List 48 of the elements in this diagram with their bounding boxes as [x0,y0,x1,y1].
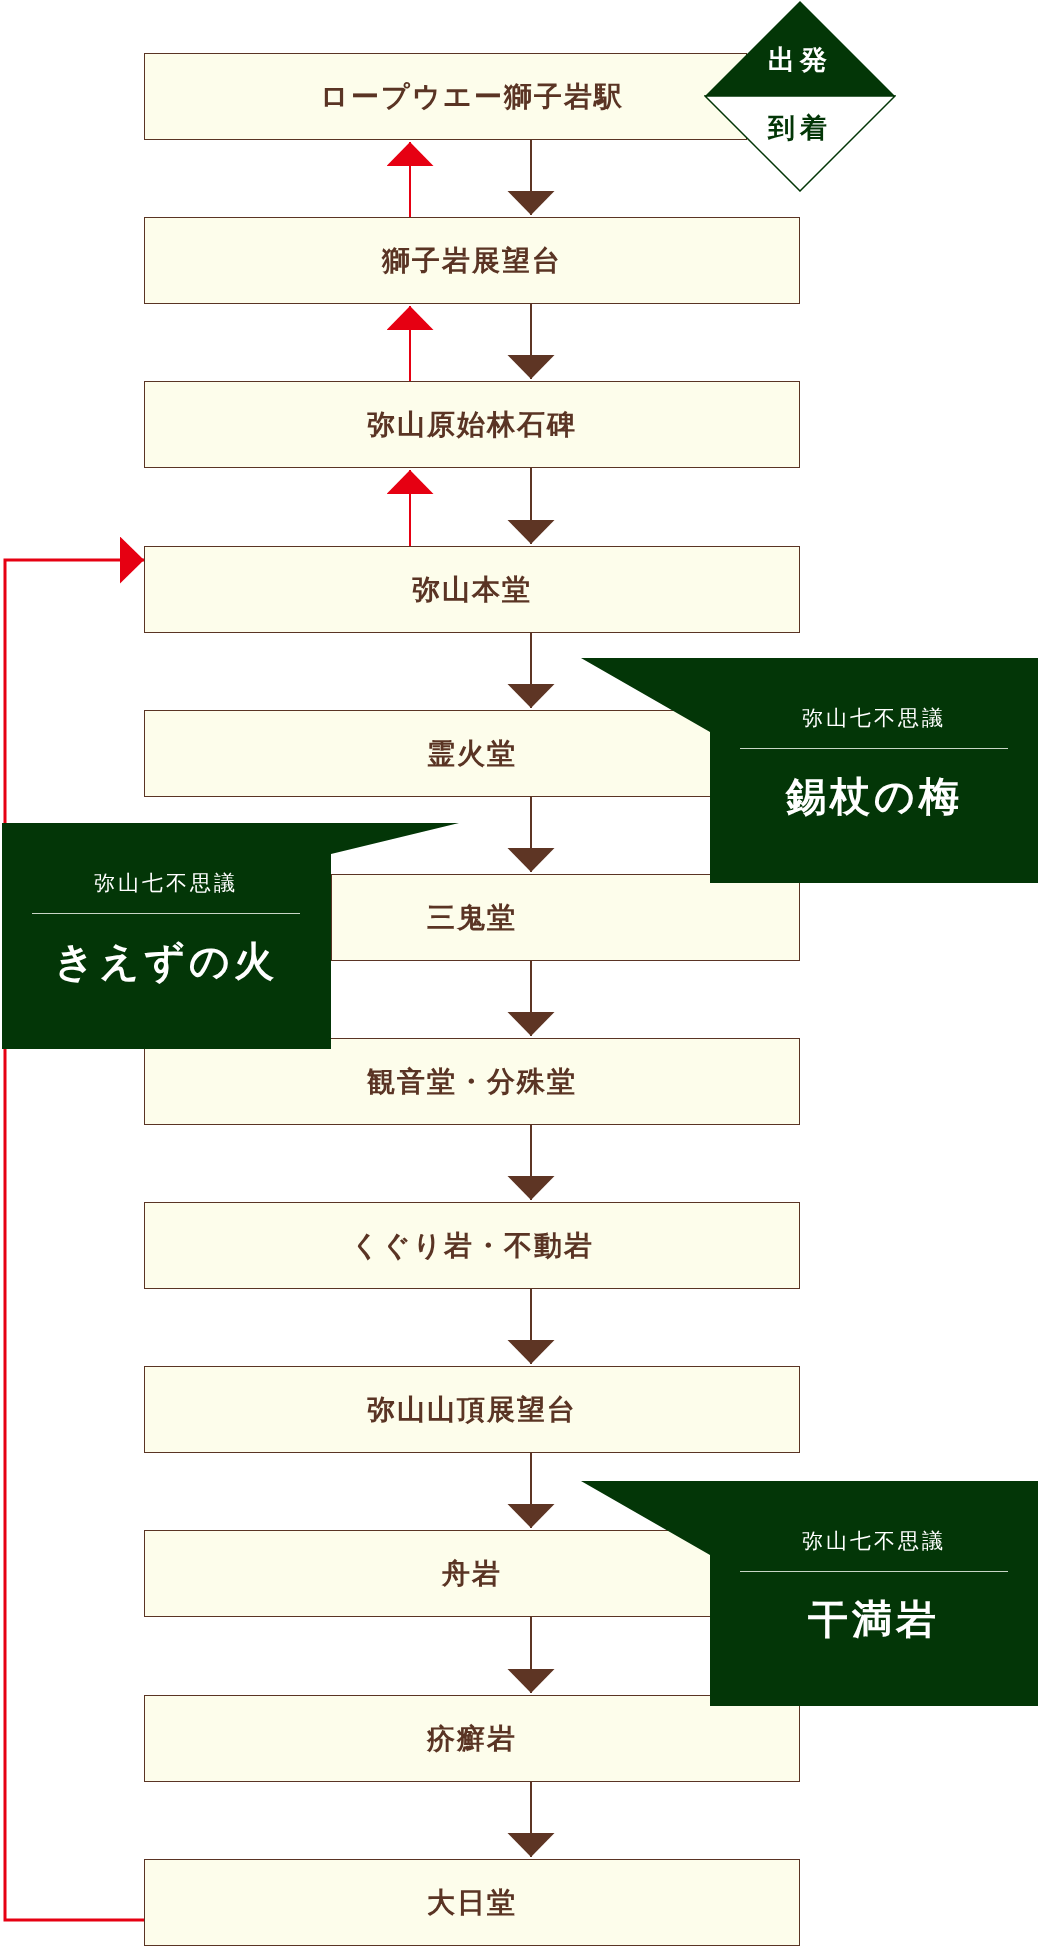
stop-box [144,1859,800,1946]
stop-name: 弥山本堂 [412,571,532,608]
callout-title: 錫杖の梅 [785,772,963,821]
direction-chevron [386,305,434,382]
direction-chevron [386,141,434,218]
stop-name: くぐり岩・不動岩 [350,1227,594,1264]
stop-box [144,1202,800,1289]
stop-name: 舟岩 [442,1555,502,1592]
stop-name: 弥山原始林石碑 [367,406,577,443]
direction-chevron [507,960,555,1037]
stop-box [144,1366,800,1453]
start-finish-diamond [704,0,896,192]
stop-name: 観音堂・分殊堂 [367,1063,577,1100]
direction-chevron [507,1616,555,1694]
stop-name: 三鬼堂 [427,899,517,936]
callout-heading: 弥山七不思議 [802,1528,946,1555]
direction-chevron [507,632,555,709]
direction-chevron [507,1452,555,1529]
callout-title: きえずの火 [54,937,278,986]
direction-chevron [507,796,555,873]
stop-name: 疥癬岩 [427,1720,517,1757]
callout-tooltip [581,658,1038,883]
diamond-label: 到着 [766,111,833,145]
direction-chevron [386,469,434,547]
callout-heading: 弥山七不思議 [802,705,946,732]
stop-box [144,1038,800,1125]
stop-box [144,53,747,140]
direction-chevron [507,303,555,380]
stop-box [144,381,800,468]
direction-chevron [507,1288,555,1365]
callout-title: 干満岩 [808,1595,940,1644]
callout-tooltip [2,823,459,1049]
direction-chevron [507,1781,555,1858]
direction-chevron [507,467,555,545]
stop-name: 弥山山頂展望台 [367,1391,577,1428]
callout-tooltip [581,1481,1038,1707]
stop-name: 大日堂 [427,1884,517,1921]
stop-box [144,1695,800,1782]
stop-name: 獅子岩展望台 [382,242,562,279]
stop-box [144,217,800,304]
direction-chevron [507,1124,555,1201]
stop-name: ロープウエー獅子岩駅 [320,78,624,115]
stop-name: 霊火堂 [427,735,517,772]
diamond-label: 出発 [767,43,833,77]
stop-box [331,874,800,961]
stop-box [144,546,800,633]
callout-heading: 弥山七不思議 [94,870,238,897]
direction-chevron [507,139,555,216]
